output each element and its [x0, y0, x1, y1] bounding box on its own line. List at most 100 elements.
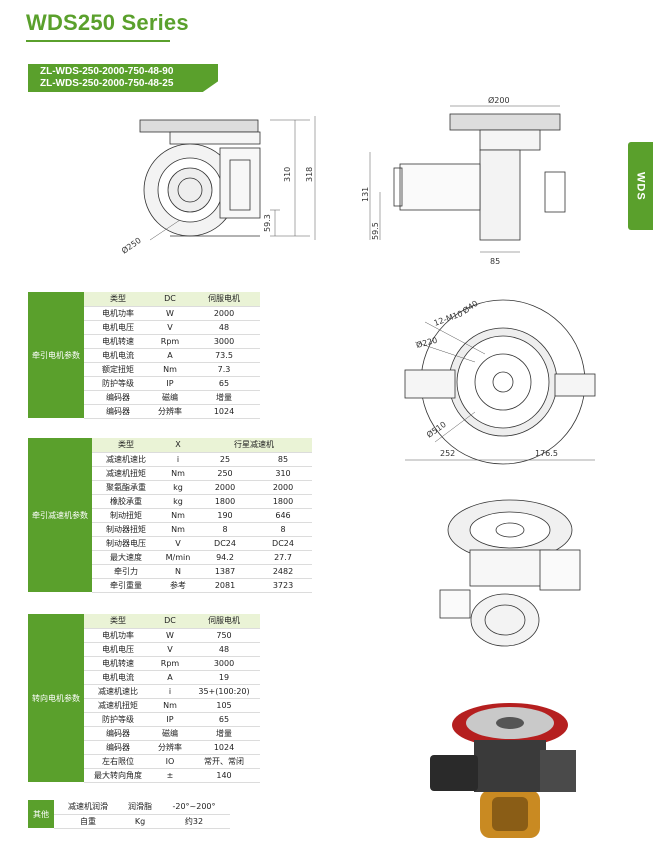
- steering-motor-name-cell: 防护等级: [84, 712, 152, 727]
- steering-motor-value-cell: 3000: [188, 656, 260, 671]
- traction-motor-name-cell: 电机功率: [84, 306, 152, 321]
- traction-motor-value-cell: 1024: [188, 404, 260, 419]
- steering-motor-unit-cell: V: [152, 642, 188, 657]
- steering-motor-name-cell: 减速机扭矩: [84, 698, 152, 713]
- dim-front-310: 310: [283, 167, 292, 182]
- traction-reducer-type-cell: 行星减速机: [196, 438, 312, 453]
- traction-reducer-v2-cell: 2482: [254, 564, 312, 579]
- traction-reducer-unit-cell: 参考: [160, 578, 196, 593]
- dim-top-holes: 12-M10: [433, 309, 464, 328]
- other-row: 其他减速机润滑润滑脂-20°~200°: [28, 800, 230, 828]
- traction-reducer-name-cell: 牵引重量: [92, 578, 160, 593]
- steering-motor-row: 最大转向角度±140: [28, 768, 260, 783]
- dim-top-d40: Ø40: [460, 298, 479, 316]
- dim-side-59-5: 59.5: [371, 222, 380, 240]
- traction-reducer-name-cell: 橡胶承重: [92, 494, 160, 509]
- traction-motor-name-cell: 电机电压: [84, 320, 152, 335]
- steering-motor-unit-cell: DC: [152, 614, 188, 629]
- traction-reducer-name-cell: 制动扭矩: [92, 508, 160, 523]
- steering-motor-value-cell: 65: [188, 712, 260, 727]
- page-title: WDS250 Series: [26, 10, 189, 35]
- isometric-line-drawing: [439, 499, 581, 647]
- traction-reducer-v1-cell: 94.2: [196, 550, 254, 565]
- traction-reducer-name-cell: 类型: [92, 438, 160, 453]
- traction-reducer-section-label: 牵引减速机参数: [28, 438, 92, 592]
- side-tab-label: WDS: [634, 171, 647, 201]
- traction-reducer-v2-cell: 646: [254, 508, 312, 523]
- steering-motor-value-cell: 35+(100:20): [188, 684, 260, 699]
- traction-reducer-v2-cell: 8: [254, 522, 312, 537]
- steering-motor-value-cell: 伺服电机: [188, 614, 260, 629]
- top-view-drawing: Ø40 12-M10 Ø220 Ø510 252 176.5: [404, 298, 596, 465]
- steering-motor-value-cell: 1024: [188, 740, 260, 755]
- traction-motor-unit-cell: IP: [152, 376, 188, 391]
- traction-reducer-v2-cell: 2000: [254, 480, 312, 495]
- traction-motor-value-cell: 2000: [188, 306, 260, 321]
- traction-reducer-v1-cell: 1387: [196, 564, 254, 579]
- other-value-cell: 约32: [158, 814, 230, 829]
- traction-motor-value-cell: 3000: [188, 334, 260, 349]
- traction-reducer-v2-cell: DC24: [254, 536, 312, 551]
- steering-motor-unit-cell: 磁编: [152, 726, 188, 741]
- traction-reducer-name-cell: 牵引力: [92, 564, 160, 579]
- traction-motor-name-cell: 类型: [84, 292, 152, 307]
- traction-reducer-unit-cell: i: [160, 452, 196, 467]
- front-view-drawing: 310 318 59.3 Ø250: [119, 116, 316, 256]
- traction-reducer-name-cell: 制动器扭矩: [92, 522, 160, 537]
- dim-front-59-3: 59.3: [263, 214, 272, 232]
- traction-reducer-v1-cell: 190: [196, 508, 254, 523]
- dim-side-85: 85: [490, 257, 500, 266]
- dim-top-176-5: 176.5: [535, 449, 558, 458]
- other-value-cell: -20°~200°: [158, 800, 230, 815]
- steering-motor-row: 编码器磁编增量: [28, 726, 260, 741]
- steering-motor-unit-cell: IO: [152, 754, 188, 769]
- traction-reducer-name-cell: 最大速度: [92, 550, 160, 565]
- traction-motor-name-cell: 防护等级: [84, 376, 152, 391]
- dim-side-d200: Ø200: [488, 95, 510, 105]
- traction-motor-unit-cell: V: [152, 320, 188, 335]
- steering-motor-unit-cell: IP: [152, 712, 188, 727]
- steering-motor-value-cell: 105: [188, 698, 260, 713]
- other-section-label: 其他: [28, 800, 54, 828]
- traction-motor-value-cell: 增量: [188, 390, 260, 405]
- side-tab[interactable]: WDS: [628, 142, 653, 230]
- other-unit-cell: Kg: [122, 814, 158, 829]
- traction-motor-unit-cell: W: [152, 306, 188, 321]
- traction-motor-value-cell: 7.3: [188, 362, 260, 377]
- steering-motor-value-cell: 增量: [188, 726, 260, 741]
- steering-motor-value-cell: 常开、常闭: [188, 754, 260, 769]
- traction-reducer-name-cell: 聚氨酯承重: [92, 480, 160, 495]
- dim-front-318: 318: [305, 167, 314, 182]
- steering-motor-value-cell: 19: [188, 670, 260, 685]
- traction-motor-unit-cell: 分辨率: [152, 404, 188, 419]
- model-tag: ZL-WDS-250-2000-750-48-90 ZL-WDS-250-200…: [28, 64, 218, 92]
- traction-reducer-unit-cell: Nm: [160, 466, 196, 481]
- product-photo: [430, 703, 576, 838]
- traction-motor-name-cell: 电机转速: [84, 334, 152, 349]
- steering-motor-value-cell: 48: [188, 642, 260, 657]
- traction-reducer-v1-cell: 2081: [196, 578, 254, 593]
- traction-motor-unit-cell: Nm: [152, 362, 188, 377]
- other-name-cell: 自重: [54, 814, 122, 829]
- traction-reducer-v1-cell: 250: [196, 466, 254, 481]
- steering-motor-unit-cell: 分辨率: [152, 740, 188, 755]
